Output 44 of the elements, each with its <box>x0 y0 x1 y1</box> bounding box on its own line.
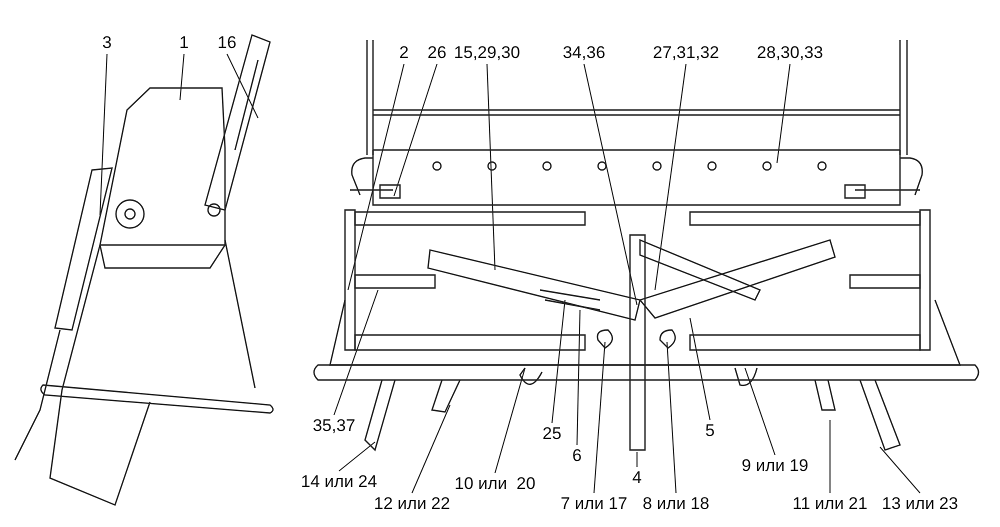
leader-line <box>636 452 638 467</box>
leader-line <box>412 404 450 494</box>
callout-number: 4 <box>632 468 642 487</box>
leader-line <box>689 318 711 420</box>
callout-number: 10 или 20 <box>454 474 536 493</box>
callout-number: 34,36 <box>562 43 606 62</box>
leader-line <box>333 290 379 416</box>
callout-number: 7 или 17 <box>560 494 628 513</box>
callout-number: 12 или 22 <box>374 494 450 513</box>
callout-number: 15,29,30 <box>454 43 520 62</box>
callout-number: 13 или 23 <box>882 494 958 513</box>
callout-number: 26 <box>428 43 446 62</box>
leader-line <box>583 64 638 306</box>
callout-number: 1 <box>179 33 189 52</box>
leader-line <box>829 420 831 493</box>
callout-number: 25 <box>542 424 562 443</box>
callout-number: 16 <box>218 33 236 52</box>
leader-line <box>551 300 566 424</box>
leader-line <box>179 54 185 100</box>
callout-number: 6 <box>572 446 582 465</box>
leader-line <box>744 368 776 456</box>
callout-number: 8 или 18 <box>642 494 710 513</box>
callout-number: 27,31,32 <box>652 43 720 62</box>
callout-number: 3 <box>102 33 112 52</box>
leader-line <box>880 446 920 494</box>
leader-line <box>666 342 677 494</box>
leader-line <box>576 310 581 446</box>
leader-line <box>226 54 258 118</box>
callout-number: 35,37 <box>312 416 356 435</box>
callout-number: 2 <box>399 43 409 62</box>
leader-line <box>347 64 405 290</box>
leader-line <box>99 54 108 216</box>
callout-number: 5 <box>705 421 715 440</box>
callout-number: 9 или 19 <box>742 456 808 475</box>
leader-line <box>654 64 687 290</box>
callout-number: 28,30,33 <box>756 43 824 62</box>
leader-line <box>494 368 526 474</box>
leader-line <box>338 442 376 472</box>
callout-number: 14 или 24 <box>300 472 378 491</box>
leader-line <box>593 342 606 494</box>
leader-line <box>393 64 438 196</box>
leader-line <box>776 64 791 164</box>
leader-line <box>486 64 496 270</box>
callout-number: 11 или 21 <box>792 494 868 513</box>
